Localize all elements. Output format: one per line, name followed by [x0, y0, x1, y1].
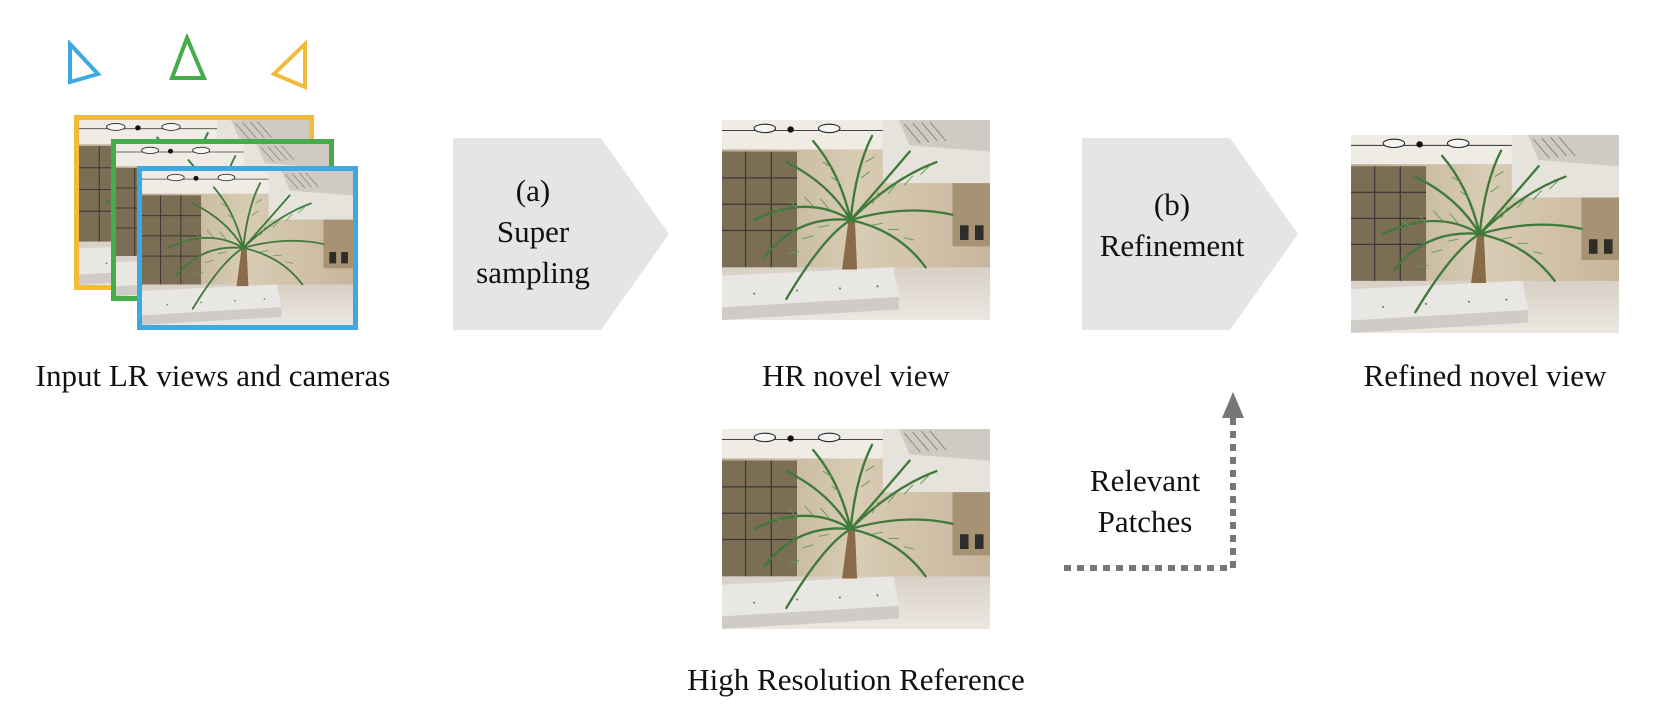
- dotted-arrow: [1064, 392, 1244, 571]
- step-a-title-line2: sampling: [476, 255, 590, 290]
- step-a-label: (a) Super sampling: [453, 170, 613, 293]
- blue-camera-icon: [68, 40, 102, 85]
- step-a-chevron-shape: [453, 138, 669, 330]
- relevant-patches-label: Relevant Patches: [1060, 460, 1230, 542]
- relevant-patches-line2: Patches: [1097, 504, 1193, 539]
- step-a-index: (a): [515, 173, 551, 208]
- step-a-title-line1: Super: [496, 214, 570, 249]
- hr-novel-view-caption: HR novel view: [762, 358, 950, 393]
- hr-reference-image: [722, 429, 990, 629]
- hr-reference-caption: High Resolution Reference: [687, 662, 1025, 697]
- green-camera-icon: [169, 34, 208, 80]
- step-b-chevron-shape: [1082, 138, 1298, 330]
- arrow-head-icon: [1222, 392, 1244, 418]
- hr-novel-view-image: [722, 120, 990, 320]
- blue-lr-view: [137, 166, 358, 330]
- yellow-camera-icon: [270, 40, 307, 91]
- step-b-title: Refinement: [1099, 228, 1245, 263]
- refined-novel-view-caption: Refined novel view: [1363, 358, 1607, 393]
- relevant-patches-line1: Relevant: [1089, 463, 1201, 498]
- input-views-caption: Input LR views and cameras: [35, 358, 391, 393]
- step-b-label: (b) Refinement: [1082, 184, 1262, 266]
- refined-novel-view-image: [1351, 135, 1619, 333]
- step-b-index: (b): [1153, 187, 1191, 222]
